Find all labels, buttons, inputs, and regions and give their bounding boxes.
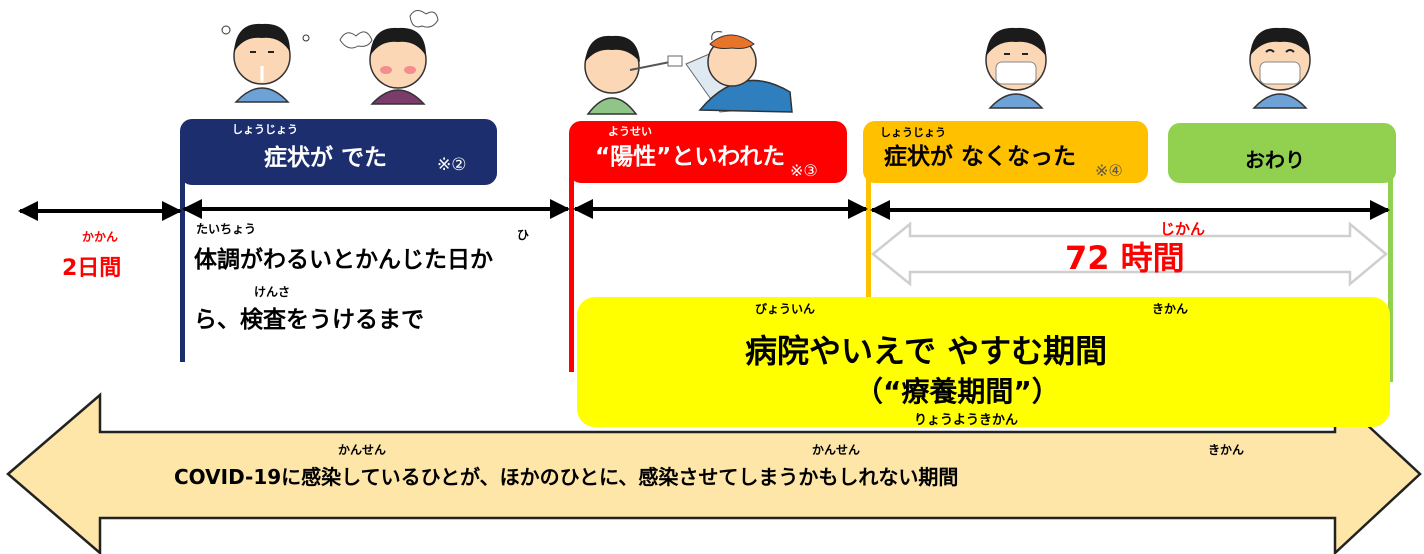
recovered-stage-box [863, 121, 1148, 183]
exam-ruby-2: けんさ [254, 285, 291, 299]
before-label: 2日間 [62, 256, 122, 281]
positive-ruby: ようせい [608, 125, 652, 138]
masked-person-illustration [1249, 27, 1311, 109]
symptom-ruby: しょうじょう [232, 123, 298, 136]
exam-line-2: ら、検査をうけるまで [194, 307, 424, 333]
sick-person-illustration [339, 10, 439, 105]
symptom-label: 症状が でた [264, 145, 388, 171]
recovered-note: ※④ [1095, 161, 1123, 180]
infectious-ruby-3: きかん [1208, 443, 1245, 457]
exam-ruby-1: たいちょう [196, 222, 257, 236]
exam-ruby-hi: ひ [517, 228, 530, 242]
recuperation-ruby-3: りょうようきかん [914, 413, 1019, 428]
symptom-note: ※② [437, 155, 467, 175]
positive-line [569, 150, 574, 372]
infectious-ruby-1: かんせん [338, 443, 387, 457]
swab-test-person-illustration [584, 35, 683, 115]
person-in-bed-illustration [685, 31, 793, 113]
positive-label: “陽性”といわれた [595, 144, 786, 170]
masked-person-illustration [985, 27, 1047, 109]
end-line [1388, 150, 1393, 382]
recuperation-line-2: （“療養期間”） [855, 375, 1060, 408]
before-ruby: かかん [82, 230, 119, 244]
recuperation-box [577, 297, 1390, 427]
recovered-label: 症状が なくなった [884, 144, 1077, 170]
symptom-stage-box [180, 119, 497, 185]
recovered-line [866, 150, 871, 310]
symptom-line [180, 150, 185, 362]
infectious-label: COVID-19に感染しているひとが、ほかのひとに、感染させてしまうかもしれない… [174, 465, 959, 489]
recuperation-ruby-2: きかん [1152, 302, 1189, 316]
hours-label: 72 時間 [1065, 239, 1185, 277]
recuperation-ruby-1: びょういん [755, 302, 816, 316]
positive-note: ※③ [790, 161, 818, 180]
recovered-ruby: しょうじょう [880, 126, 946, 139]
positive-stage-box [569, 121, 847, 183]
end-label: おわり [1245, 148, 1305, 172]
infectious-ruby-2: かんせん [812, 443, 861, 457]
sneezing-person-illustration [221, 23, 310, 103]
hours-ruby: じかん [1160, 220, 1206, 238]
exam-line-1: 体調がわるいとかんじた日か [194, 247, 493, 273]
recuperation-line-1: 病院やいえで やすむ期間 [745, 332, 1108, 370]
end-stage-box [1168, 123, 1396, 183]
